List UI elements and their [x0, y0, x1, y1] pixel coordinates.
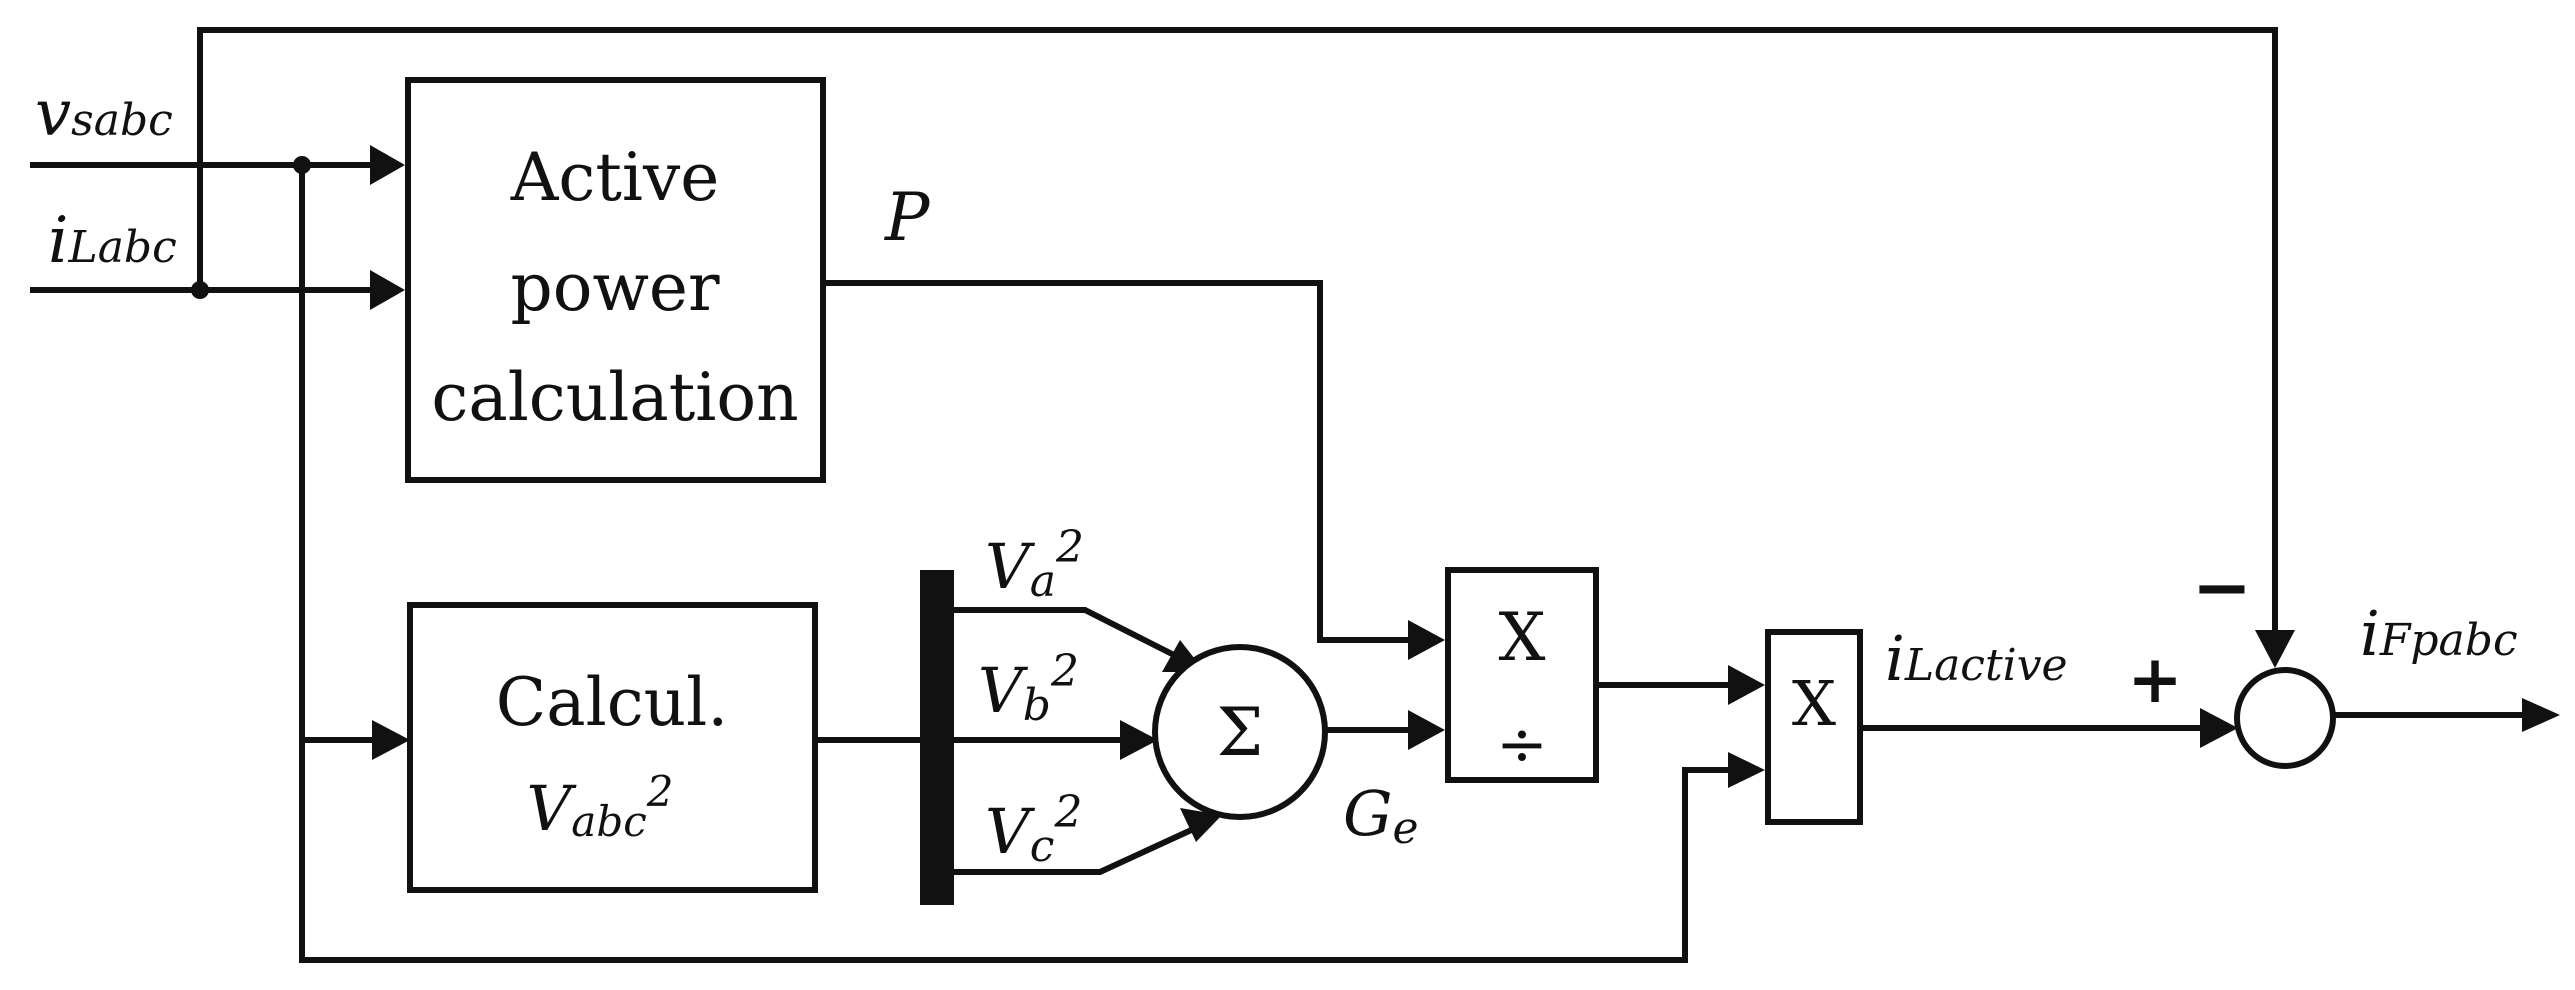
- arrow-head-v-input: [370, 145, 405, 185]
- arrow-head-mult2-top: [1728, 665, 1765, 705]
- label-p: P: [884, 179, 931, 256]
- wire-va: [950, 607, 1182, 661]
- junction-dot-v: [293, 156, 311, 174]
- label-va2: Va2: [985, 522, 1084, 607]
- active-power-label-3: calculation: [431, 359, 798, 436]
- label-vc2: Vc2: [985, 787, 1082, 872]
- wires: [30, 27, 2560, 963]
- label-vb2: Vb2: [978, 646, 1079, 731]
- calc-vabc-block: Calcul. Vabc2: [407, 602, 818, 893]
- summing-junction: [2234, 667, 2336, 769]
- label-ifpabc: iFpabc: [2360, 597, 2518, 670]
- wire-i-feedforward: [197, 27, 2278, 655]
- label-i-labc: iLabc: [48, 204, 177, 278]
- arrow-head-ge: [1408, 710, 1445, 750]
- sigma-symbol: Σ: [1217, 694, 1264, 771]
- arrow-head-plus-input: [2200, 708, 2238, 748]
- arrow-head-output: [2522, 698, 2560, 732]
- label-ge: Ge: [1343, 777, 1419, 854]
- wire-v-tap: [299, 165, 1755, 963]
- arrow-head-vb: [1120, 720, 1158, 760]
- junction-dot-i: [191, 281, 209, 299]
- mult2-times: X: [1792, 667, 1836, 740]
- mult-div-block: X ÷: [1445, 567, 1599, 783]
- plus-sign: +: [2127, 640, 2182, 718]
- mult2-block: X: [1765, 629, 1863, 825]
- active-power-label-2: power: [510, 249, 720, 326]
- wire-p: [822, 280, 1435, 643]
- mult-div-times: X: [1499, 599, 1546, 676]
- calc-label: Calcul.: [496, 664, 729, 741]
- demux-bar: [920, 570, 954, 905]
- arrow-head-calc-input: [372, 720, 410, 760]
- arrow-head-p: [1408, 620, 1445, 660]
- active-power-label-1: Active: [510, 139, 720, 216]
- active-power-block: Active power calculation: [405, 77, 826, 483]
- label-v-sabc: vsabc: [35, 77, 173, 151]
- arrow-head-mult2-bottom: [1728, 752, 1765, 788]
- calc-vabc-label: Vabc2: [527, 767, 674, 846]
- mult-div-divide: ÷: [1496, 707, 1548, 780]
- arrow-head-minus-input: [2255, 630, 2295, 668]
- arrow-head-i-input: [370, 270, 405, 310]
- arrow-head-vc: [1180, 808, 1222, 842]
- label-ilactive: iLactive: [1885, 622, 2068, 695]
- wire-vc: [950, 823, 1202, 875]
- minus-sign: −: [2192, 544, 2252, 629]
- sum-block: Σ: [1152, 644, 1328, 820]
